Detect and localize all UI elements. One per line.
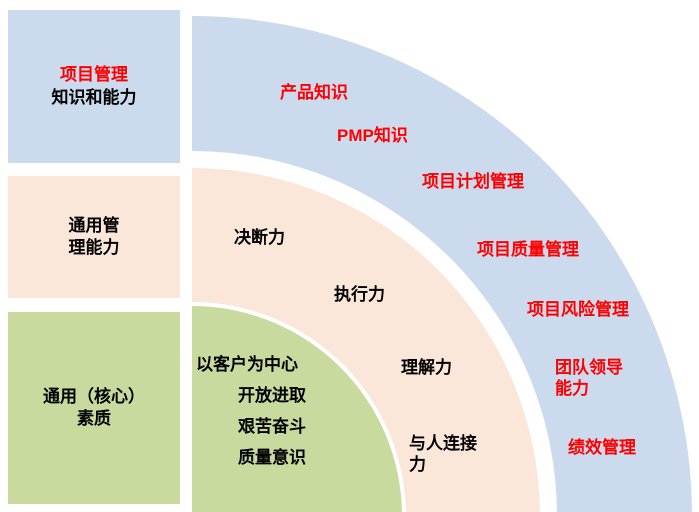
arc-label-product-knowledge[interactable]: 产品知识 — [280, 83, 348, 102]
arc-label-project-risk-management[interactable]: 项目风险管理 — [527, 300, 629, 319]
core-label-quality-awareness[interactable]: 质量意识 — [238, 448, 306, 467]
legend-item-core-quality[interactable]: 通用（核心） 素质 — [8, 312, 180, 504]
legend-general-line2: 理能力 — [68, 238, 120, 257]
arc-label-comprehension-ability[interactable]: 理解力 — [401, 358, 452, 377]
core-label-customer-centric[interactable]: 以客户为中心 — [196, 355, 298, 374]
arc-label-execution-ability[interactable]: 执行力 — [334, 285, 385, 304]
legend-knowledge-line2: 知识和能力 — [51, 87, 137, 107]
legend-core-line2: 素质 — [77, 409, 111, 428]
arc-label-interpersonal-connection[interactable]: 与人连接 力 — [409, 434, 477, 474]
core-quality-label-group: 以客户为中心 开放进取 艰苦奋斗 质量意识 — [196, 355, 346, 480]
legend-general-line1: 通用管 — [68, 215, 120, 235]
arc-label-pmp-knowledge[interactable]: PMP知识 — [337, 126, 408, 145]
legend-knowledge-line1: 项目管理 — [60, 65, 128, 85]
arc-label-project-quality-management[interactable]: 项目质量管理 — [477, 240, 579, 259]
arc-label-team-leadership-ability[interactable]: 团队领导 能力 — [555, 358, 623, 398]
legend-item-project-management-knowledge[interactable]: 项目管理 知识和能力 — [8, 10, 180, 163]
legend-item-general-management-ability[interactable]: 通用管 理能力 — [8, 176, 180, 298]
legend-core-line1: 通用（核心） — [43, 386, 145, 406]
core-label-hard-struggle[interactable]: 艰苦奋斗 — [238, 417, 306, 436]
core-label-open-enterprising[interactable]: 开放进取 — [238, 386, 306, 405]
arc-label-decisiveness[interactable]: 决断力 — [234, 228, 285, 247]
arc-label-performance-management[interactable]: 绩效管理 — [568, 438, 636, 457]
arc-band-knowledge — [192, 16, 692, 512]
arc-band-general — [192, 168, 540, 512]
arc-band-core — [192, 306, 402, 512]
arc-label-project-plan-management[interactable]: 项目计划管理 — [422, 172, 524, 191]
